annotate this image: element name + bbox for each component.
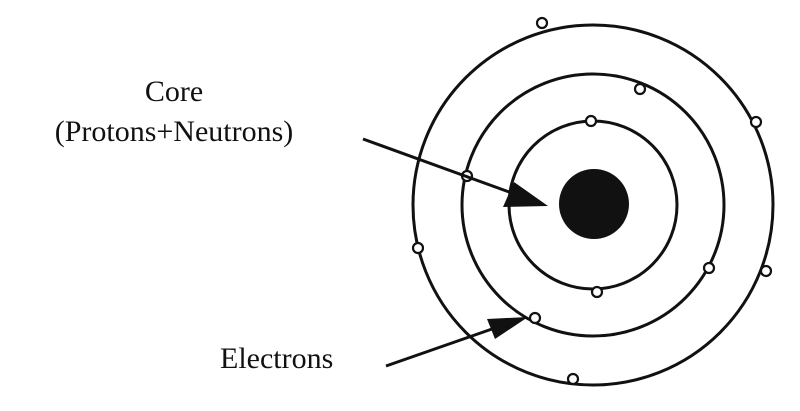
electron — [749, 115, 763, 129]
electrons-arrow-shaft — [385, 327, 493, 368]
electron — [566, 372, 580, 386]
electrons-label: Electrons — [220, 342, 333, 375]
core-sublabel: (Protons+Neutrons) — [55, 115, 294, 148]
electron — [584, 114, 598, 128]
middle-orbit — [460, 72, 726, 338]
electron — [411, 241, 425, 255]
outer-orbit — [411, 23, 775, 387]
core-arrow-head — [503, 182, 548, 207]
nucleus — [559, 169, 629, 239]
electron — [702, 261, 716, 275]
electron — [528, 311, 542, 325]
electron — [759, 264, 773, 278]
electron — [535, 16, 549, 30]
electrons-arrow-head — [487, 317, 528, 339]
core-label: Core — [145, 75, 203, 108]
electron — [633, 82, 647, 96]
electron — [590, 285, 604, 299]
core-arrow-shaft — [362, 137, 513, 195]
